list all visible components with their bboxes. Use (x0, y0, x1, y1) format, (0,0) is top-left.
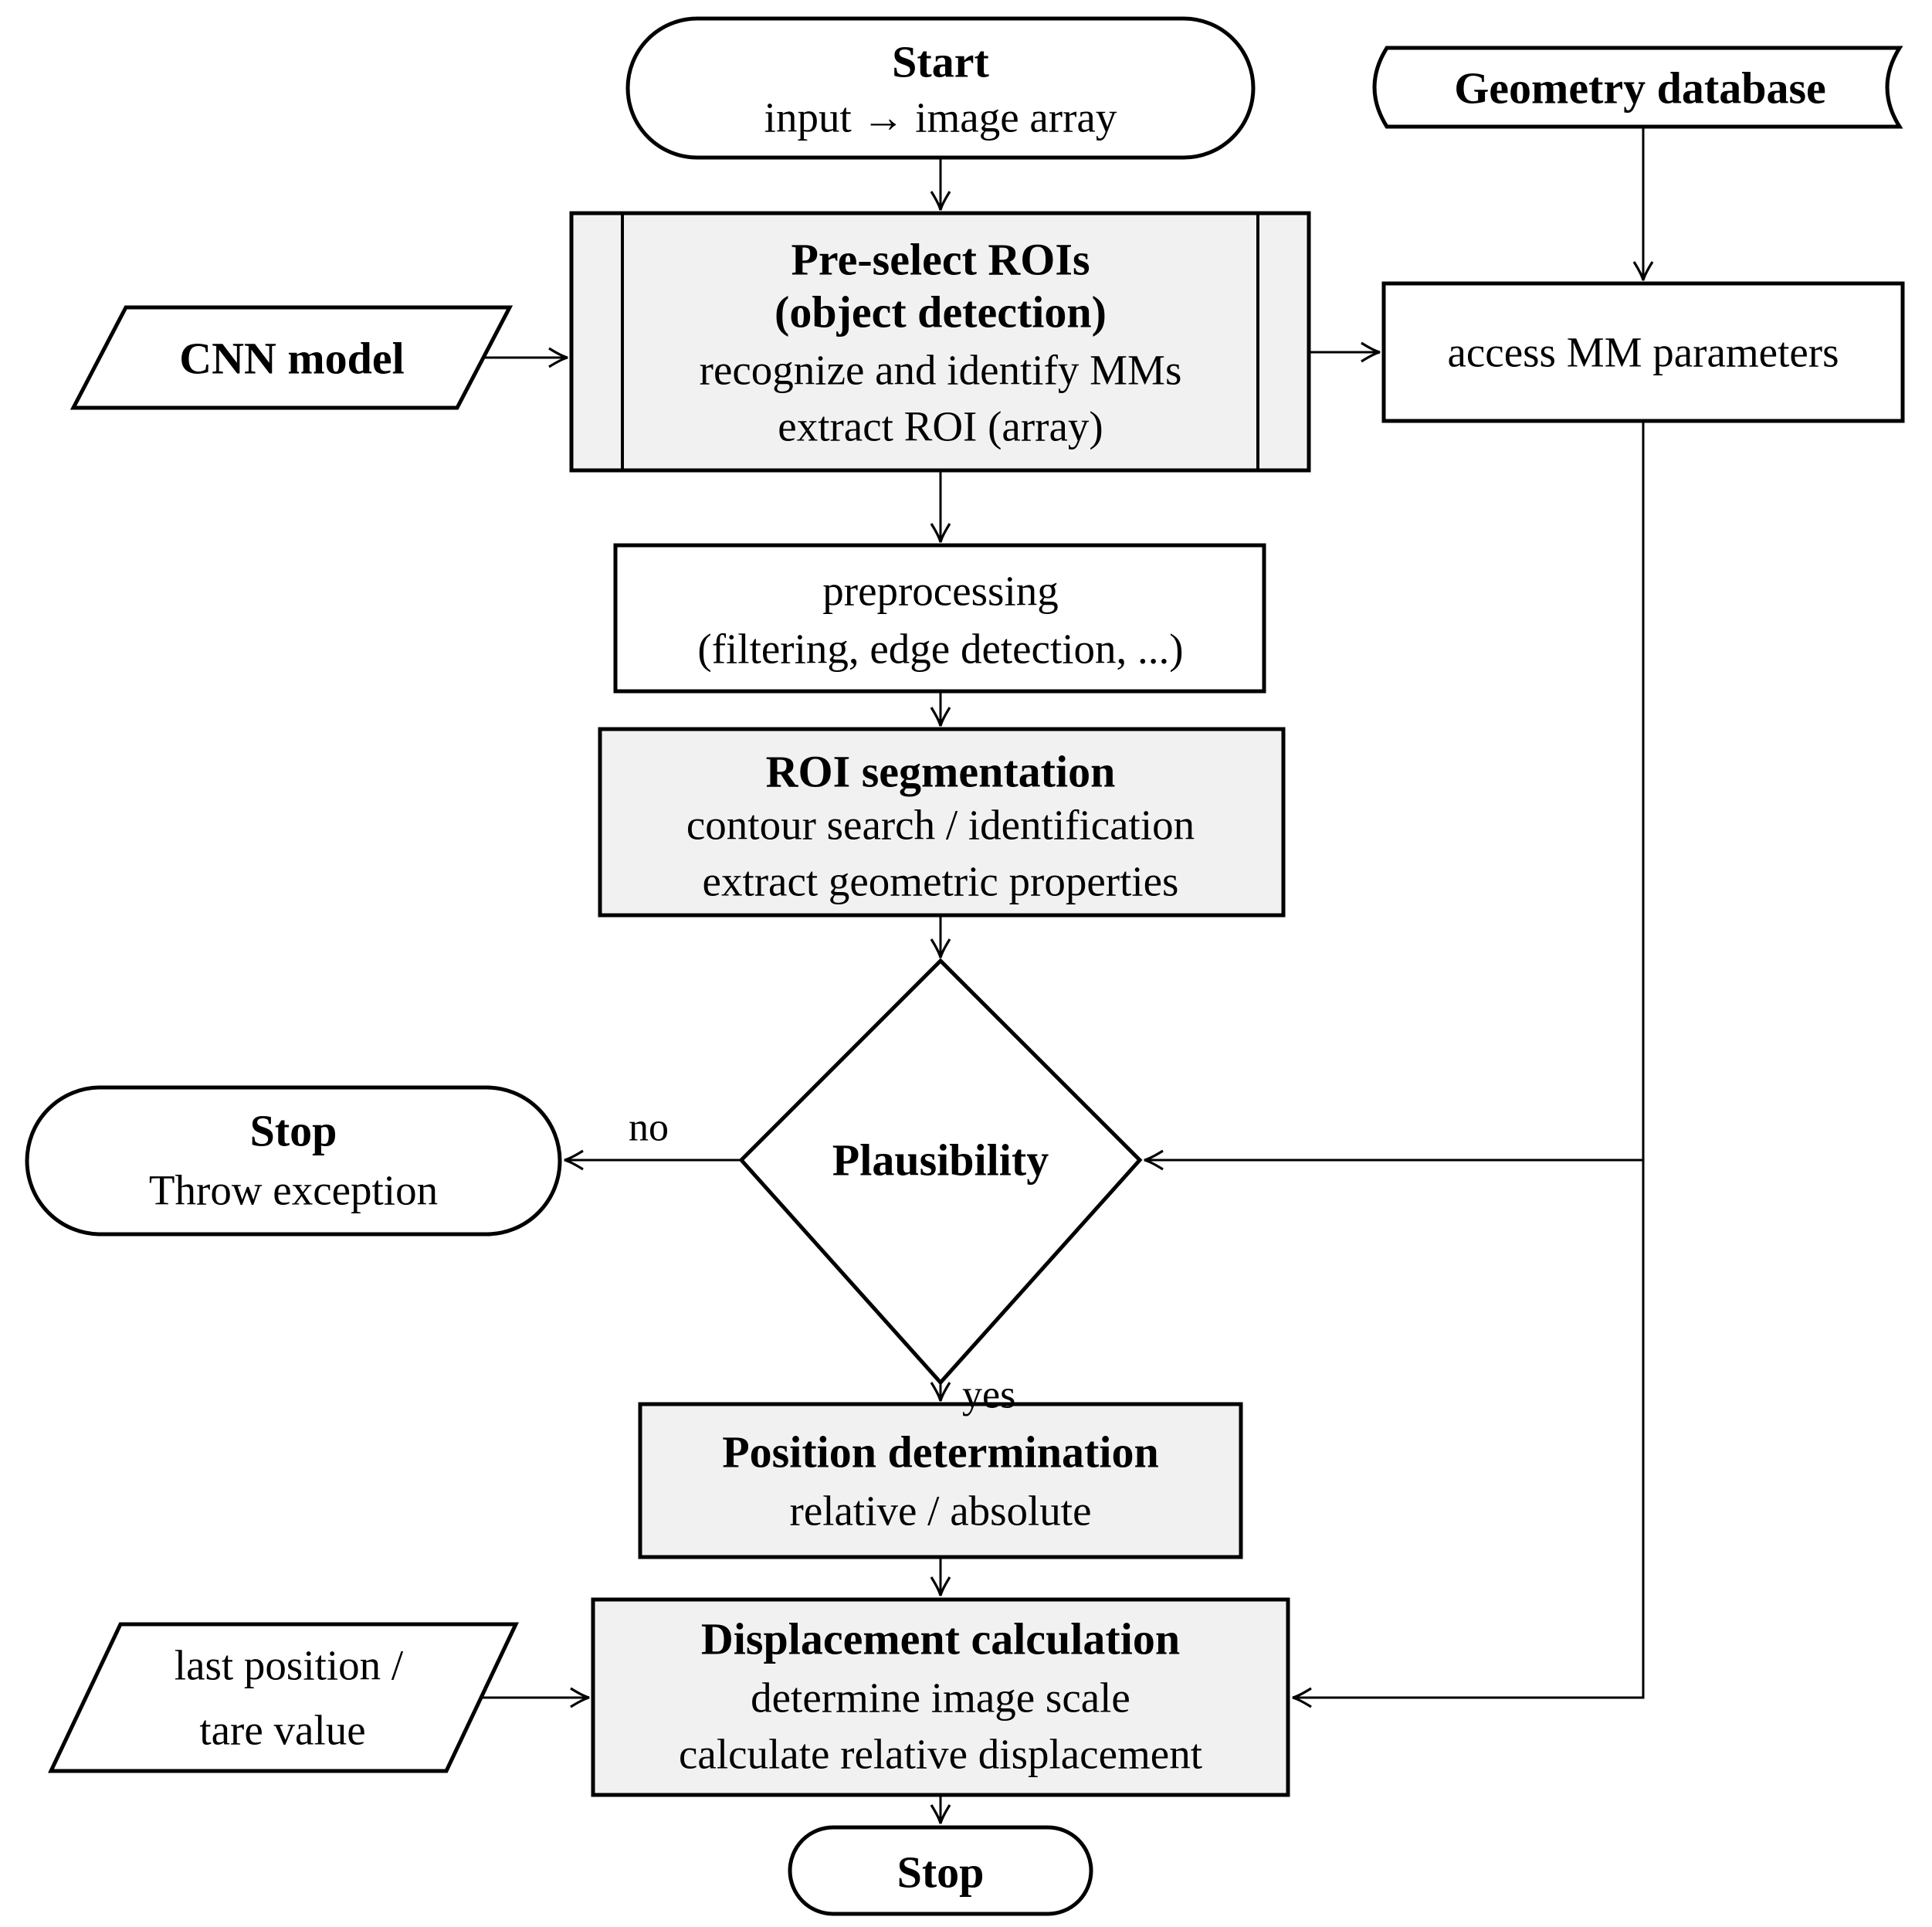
stop-exception-subtitle: Throw exception (149, 1167, 438, 1214)
preselect-line4: extract ROI (array) (778, 403, 1103, 450)
edge-accessmm-down-to-displacement (1292, 421, 1645, 1708)
cnn-model-label: CNN model (179, 334, 405, 384)
displacement-calculation-line3: calculate relative displacement (679, 1731, 1202, 1778)
stop-final-label: Stop (897, 1847, 985, 1898)
preprocessing-line1: preprocessing (822, 568, 1058, 615)
roi-segmentation-line2: contour search / identification (686, 802, 1195, 849)
roi-segmentation-line3: extract geometric properties (703, 858, 1179, 905)
access-mm-parameters-node (1381, 281, 1905, 423)
preselect-title2: (object detection) (774, 287, 1107, 338)
access-mm-parameters-label: access MM parameters (1447, 329, 1839, 376)
stop-exception-title: Stop (250, 1106, 337, 1156)
roi-segmentation-title: ROI segmentation (766, 747, 1116, 797)
position-determination-node (638, 1402, 1243, 1559)
start-title: Start (892, 37, 989, 87)
start-node (625, 16, 1256, 160)
last-position-node (48, 1622, 519, 1773)
plausibility-label: Plausibility (832, 1135, 1049, 1186)
preselect-title: Pre-select ROIs (791, 235, 1090, 285)
position-determination-line2: relative / absolute (790, 1488, 1092, 1535)
stop-final-node (788, 1825, 1093, 1916)
cnn-model-node (69, 305, 514, 410)
start-subtitle: input → image array (764, 94, 1117, 141)
geometry-database-node (1372, 46, 1903, 129)
displacement-calculation-title: Displacement calculation (701, 1614, 1180, 1664)
last-position-line1: last position / (175, 1642, 404, 1689)
plausibility-node (738, 958, 1143, 1386)
position-determination-title: Position determination (722, 1427, 1158, 1477)
preselect-line3: recognize and identify MMs (700, 347, 1182, 394)
preprocessing-line2: (filtering, edge detection, ...) (697, 626, 1183, 673)
edge-label-no: no (629, 1106, 669, 1150)
preselect-rois-node (569, 211, 1311, 473)
displacement-calculation-line2: determine image scale (751, 1674, 1130, 1722)
roi-segmentation-node (598, 727, 1286, 918)
geometry-database-label: Geometry database (1454, 63, 1826, 114)
stop-exception-node (25, 1085, 562, 1237)
preprocessing-node (613, 543, 1266, 694)
last-position-line2: tare value (199, 1707, 365, 1754)
displacement-calculation-node (591, 1597, 1290, 1797)
edge-label-yes: yes (962, 1373, 1015, 1417)
